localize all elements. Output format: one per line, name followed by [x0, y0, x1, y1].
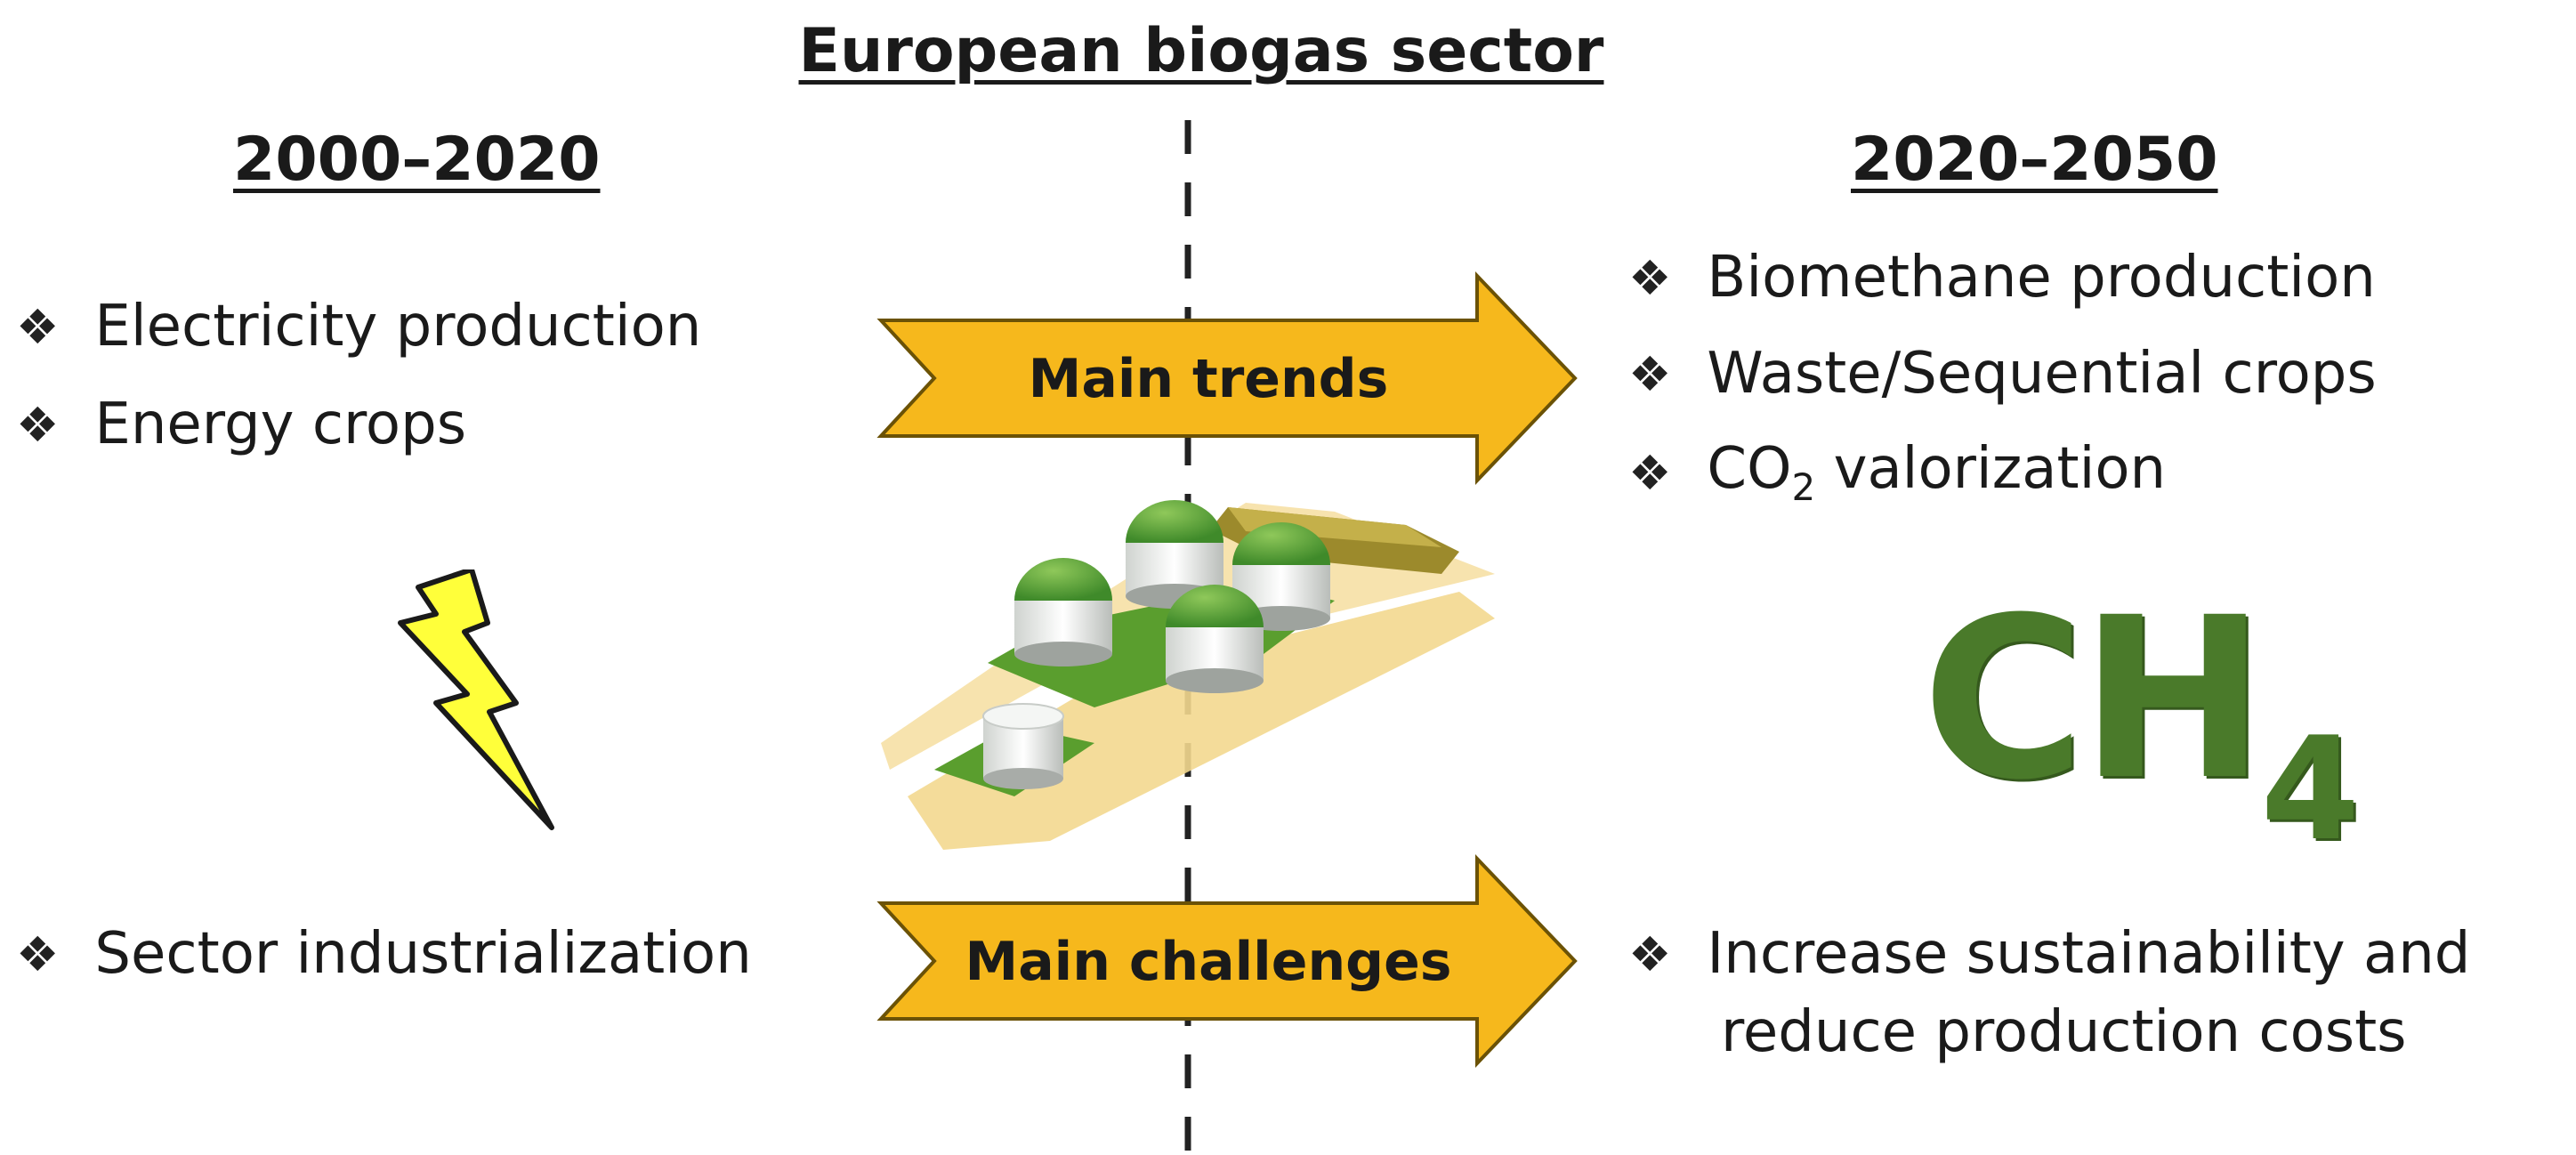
biogas-plant-illustration — [881, 500, 1495, 850]
right-challenge-item: ❖ Increase sustainability and reduce pro… — [1628, 921, 2471, 1065]
period-right-heading: 2020–2050 — [1851, 125, 2218, 195]
lightning-bolt-icon — [398, 569, 554, 830]
diagram-title: European biogas sector — [798, 16, 1604, 86]
left-challenge-item: ❖ Sector industrialization — [16, 921, 752, 987]
storage-tank — [982, 703, 1064, 789]
bullet-diamond-icon: ❖ — [1628, 925, 1672, 982]
left-trend-item: ❖ Electricity production — [16, 294, 702, 359]
right-trend-item: ❖ Waste/Sequential crops — [1628, 341, 2377, 407]
bullet-diamond-icon: ❖ — [1628, 249, 1672, 306]
main-challenges-label: Main challenges — [965, 931, 1451, 993]
right-trend-item: ❖ CO2 valorization — [1628, 436, 2166, 509]
main-trends-arrow: Main trends — [876, 271, 1578, 485]
methane-formula: CH4 — [1922, 569, 2360, 872]
bullet-diamond-icon: ❖ — [1628, 444, 1672, 501]
left-trend-item: ❖ Energy crops — [16, 392, 467, 457]
bullet-diamond-icon: ❖ — [16, 396, 60, 453]
co2-trend-label: CO2 valorization — [1707, 436, 2167, 509]
period-left-heading: 2000–2020 — [233, 125, 601, 195]
bullet-diamond-icon: ❖ — [1628, 345, 1672, 402]
bullet-diamond-icon: ❖ — [16, 298, 60, 355]
bullet-diamond-icon: ❖ — [16, 925, 60, 982]
main-trends-label: Main trends — [1029, 348, 1389, 410]
digester-tank — [1014, 558, 1112, 666]
right-trend-item: ❖ Biomethane production — [1628, 245, 2376, 311]
main-challenges-arrow: Main challenges — [876, 854, 1578, 1068]
digester-tank — [1166, 585, 1264, 693]
